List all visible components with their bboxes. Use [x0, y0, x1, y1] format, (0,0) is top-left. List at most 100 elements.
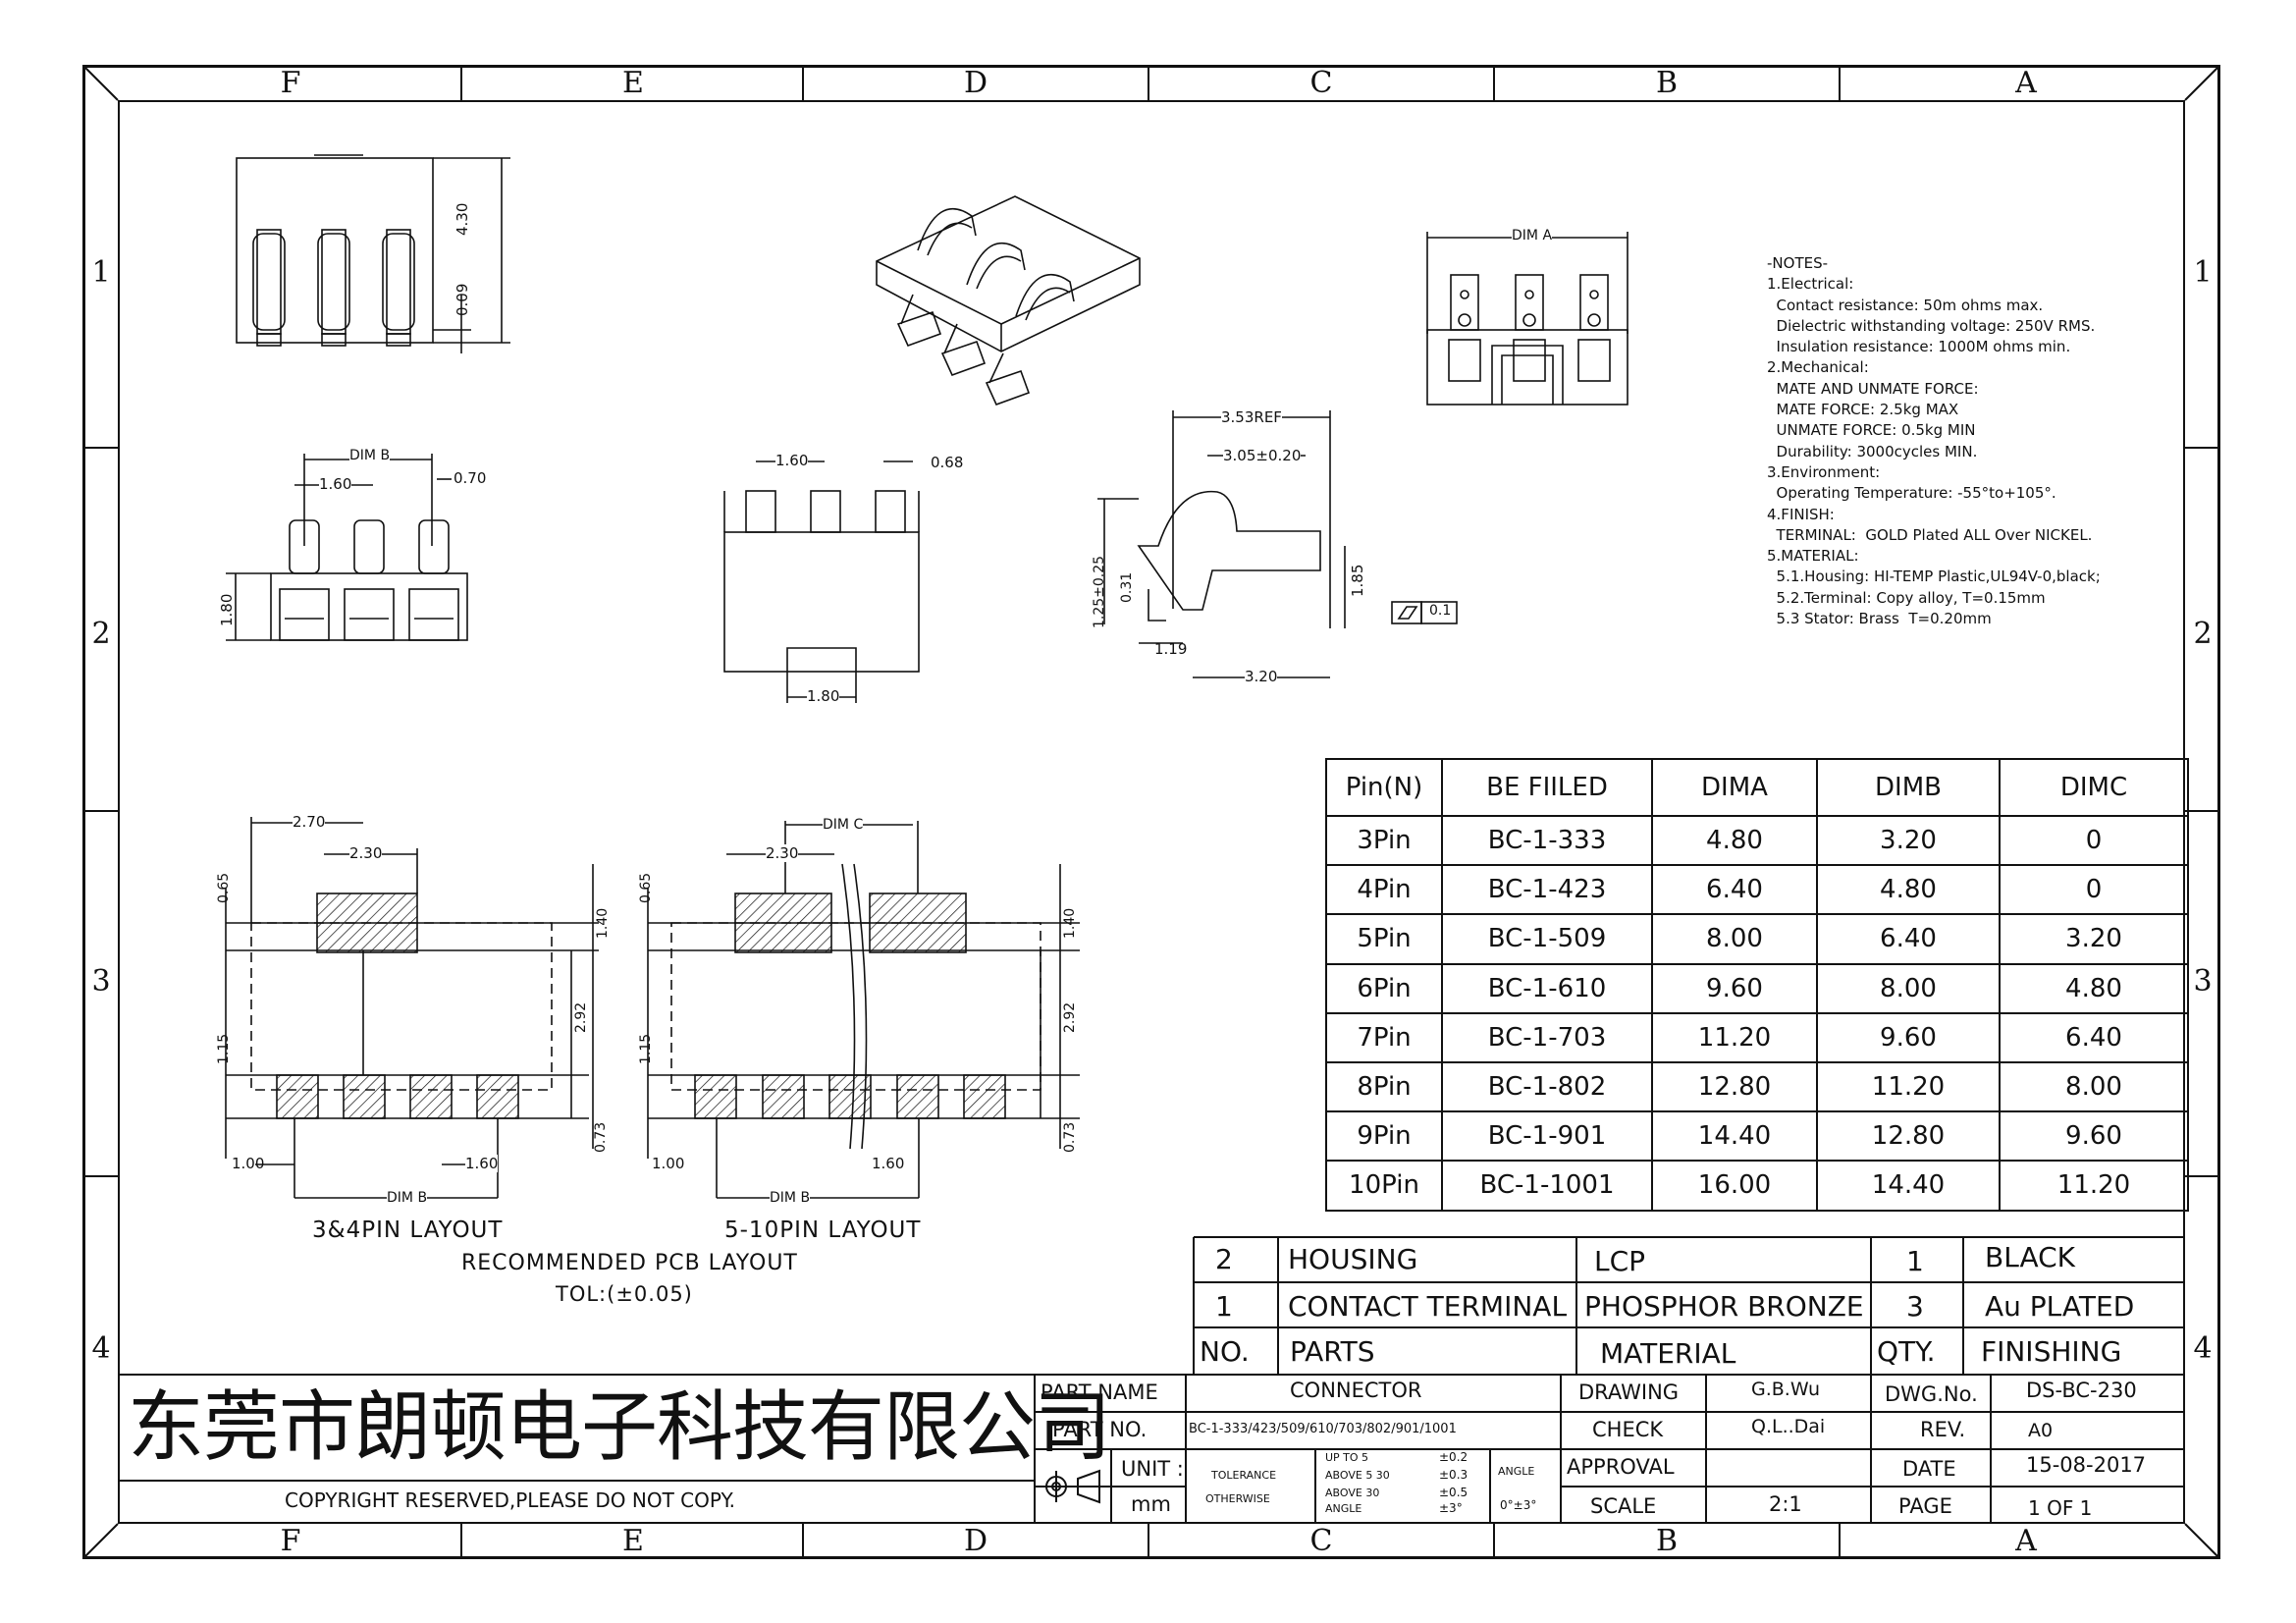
table-cell: 11.20: [1999, 1160, 2189, 1212]
pin-table-header-cell: Pin(N): [1325, 758, 1443, 817]
table-cell: 4Pin: [1325, 864, 1443, 916]
notes-block: -NOTES- 1.Electrical: Contact resistance…: [1767, 253, 2101, 629]
pcb-r-l-label: 1.00: [652, 1155, 685, 1172]
note-line: TERMINAL: GOLD Plated ALL Over NICKEL.: [1767, 525, 2093, 544]
approval-label: APPROVAL: [1567, 1455, 1675, 1479]
zone-col-label: F: [280, 66, 301, 100]
note-line: Durability: 3000cycles MIN.: [1767, 442, 1978, 460]
table-cell: 6Pin: [1325, 962, 1443, 1014]
rear-slot-label: 1.80: [807, 687, 840, 705]
note-line: 5.1.Housing: HI-TEMP Plastic,UL94V-0,bla…: [1767, 568, 2101, 586]
table-cell: 11.20: [1651, 1011, 1818, 1063]
dim-b-label: DIM B: [349, 448, 391, 463]
otherwise-label: OTHERWISE: [1205, 1492, 1270, 1505]
rear-pitch-label: 1.60: [775, 452, 809, 469]
pin-table-header-cell: DIMA: [1651, 758, 1818, 817]
zone-row-label: 3: [91, 964, 111, 999]
note-line: 5.3 Stator: Brass T=0.20mm: [1767, 610, 1992, 628]
table-cell: BC-1-1001: [1441, 1160, 1653, 1212]
note-line: 2.Mechanical:: [1767, 358, 1869, 377]
note-line: Contact resistance: 50m ohms max.: [1767, 296, 2044, 314]
x2-label: 3.20: [1245, 668, 1278, 685]
dim-a-label: DIM A: [1512, 228, 1553, 243]
bom-no: 2: [1215, 1243, 1233, 1275]
tol-row: ABOVE 5 30: [1325, 1469, 1390, 1482]
table-cell: 7Pin: [1325, 1011, 1443, 1063]
rev-value: A0: [2028, 1420, 2054, 1441]
tol-value: ±3°: [1439, 1501, 1463, 1515]
pcb-layout-left: [225, 817, 599, 1199]
table-cell: 9Pin: [1325, 1110, 1443, 1163]
pcb-r-dimb-label: DIM B: [770, 1190, 811, 1206]
pcb-p-label: 1.60: [465, 1155, 499, 1172]
pcb-w2-label: 2.30: [349, 844, 383, 862]
pin-table-header-cell: DIMB: [1816, 758, 2001, 817]
part-name-label: PART NAME: [1041, 1380, 1158, 1404]
bom-part: HOUSING: [1288, 1243, 1418, 1275]
zone-row-label: 2: [91, 617, 111, 651]
part-no-value: BC-1-333/423/509/610/703/802/901/1001: [1189, 1422, 1457, 1436]
table-cell: BC-1-610: [1441, 962, 1653, 1014]
table-cell: 11.20: [1816, 1060, 2001, 1113]
note-line: MATE AND UNMATE FORCE:: [1767, 379, 1979, 398]
check-value: Q.L..Dai: [1751, 1416, 1826, 1437]
note-line: MATE FORCE: 2.5kg MAX: [1767, 401, 1959, 419]
table-cell: 10Pin: [1325, 1160, 1443, 1212]
angle-value: 0°±3°: [1500, 1498, 1537, 1512]
pin-table-header-cell: BE FIILED: [1441, 758, 1653, 817]
tol-value: ±0.5: [1439, 1486, 1468, 1499]
company-name: 东莞市朗顿电子科技有限公司: [128, 1383, 1111, 1472]
note-line: 5.MATERIAL:: [1767, 547, 1859, 566]
tolerance-label: TOLERANCE: [1211, 1469, 1277, 1482]
table-cell: 8Pin: [1325, 1060, 1443, 1113]
page-value: 1 OF 1: [2028, 1496, 2093, 1520]
zone-col-label: A: [2015, 1524, 2037, 1558]
note-line: 5.2.Terminal: Copy alloy, T=0.15mm: [1767, 588, 2046, 607]
scale-value: 2:1: [1769, 1492, 1802, 1516]
side-view: [1097, 410, 1458, 678]
note-line: UNMATE FORCE: 0.5kg MIN: [1767, 421, 1976, 440]
tol-value: ±0.2: [1439, 1450, 1468, 1464]
pcb-r-w2-label: 2.30: [766, 844, 799, 862]
pcb-dimb-label: DIM B: [387, 1190, 428, 1206]
drawing-label: DRAWING: [1578, 1380, 1680, 1404]
table-cell: 12.80: [1816, 1110, 2001, 1163]
table-cell: 9.60: [1651, 962, 1818, 1014]
bom-material: LCP: [1594, 1245, 1646, 1277]
table-cell: 9.60: [1816, 1011, 2001, 1063]
table-cell: 9.60: [1999, 1110, 2189, 1163]
tol-value: ±0.3: [1439, 1468, 1468, 1482]
bom-header-qty: QTY.: [1877, 1335, 1936, 1368]
zone-col-label: F: [280, 1524, 301, 1558]
table-cell: 6.40: [1999, 1011, 2189, 1063]
note-line: 4.FINISH:: [1767, 505, 1835, 523]
copyright-notice: COPYRIGHT RESERVED,PLEASE DO NOT COPY.: [285, 1488, 736, 1512]
page-label: PAGE: [1898, 1494, 1952, 1518]
tol-row: ANGLE: [1325, 1502, 1362, 1515]
bom-finishing: Au PLATED: [1985, 1290, 2135, 1323]
zone-row-label: 4: [91, 1331, 111, 1366]
outer-frame: [82, 65, 2220, 1559]
bom-header-finishing: FINISHING: [1981, 1335, 2122, 1368]
bom-part: CONTACT TERMINAL: [1288, 1290, 1568, 1323]
angle-label: ANGLE: [1498, 1465, 1535, 1478]
bom-qty: 1: [1906, 1245, 1924, 1277]
date-label: DATE: [1902, 1457, 1956, 1481]
dwg-no-label: DWG.No.: [1885, 1382, 1978, 1406]
ref-label: 3.53REF: [1221, 408, 1282, 426]
pitch-label: 1.60: [319, 475, 352, 493]
front-view-b: [226, 454, 468, 641]
table-cell: 8.00: [1999, 1060, 2189, 1113]
note-line: -NOTES-: [1767, 254, 1829, 272]
tol-row: UP TO 5: [1325, 1451, 1369, 1464]
part-no-label: PART NO.: [1052, 1418, 1148, 1441]
table-cell: 6.40: [1651, 864, 1818, 916]
recommended-caption: RECOMMENDED PCB LAYOUT: [461, 1251, 798, 1275]
rev-label: REV.: [1920, 1418, 1966, 1441]
zone-col-label: C: [1309, 1524, 1333, 1558]
